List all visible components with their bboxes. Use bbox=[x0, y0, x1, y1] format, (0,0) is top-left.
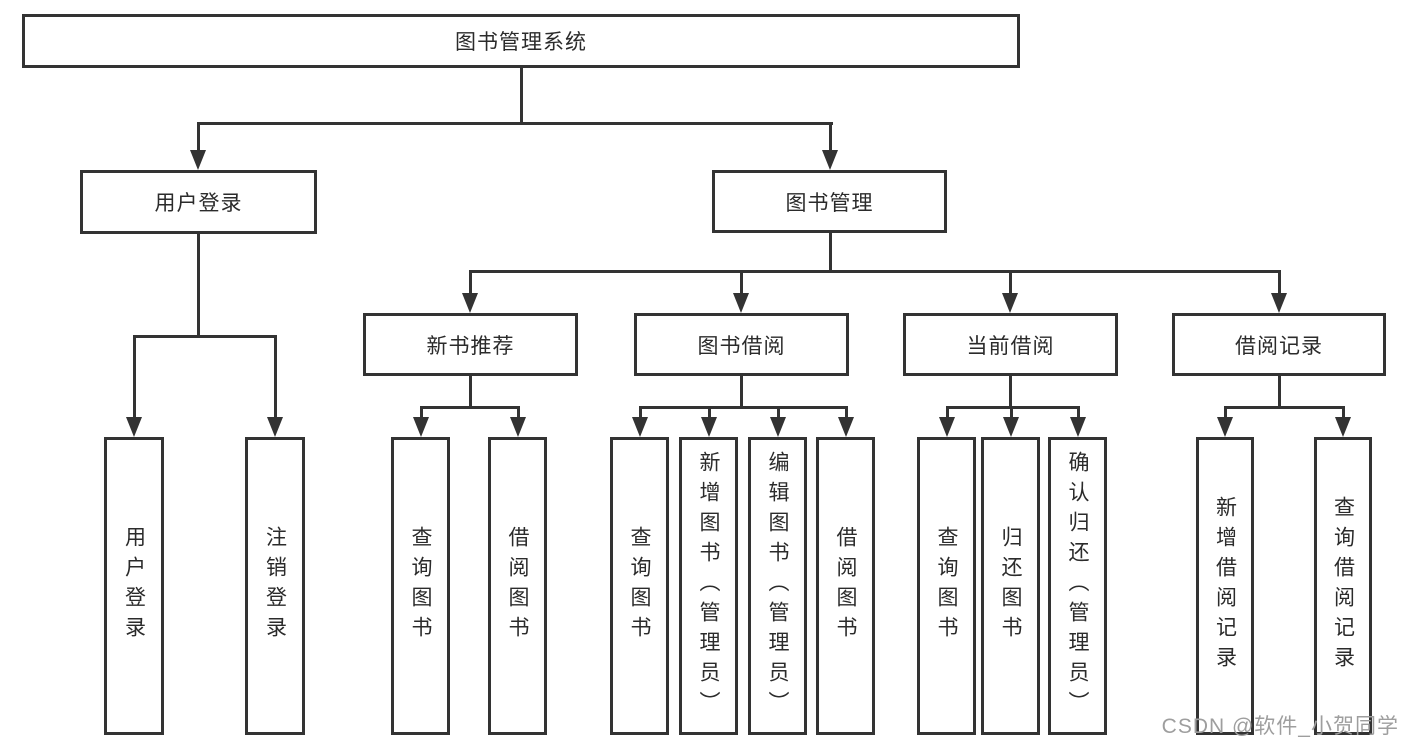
arrow-down-icon bbox=[1335, 417, 1351, 437]
leaf-label: 借阅图书 bbox=[506, 526, 529, 646]
connector-bb-stub-2 bbox=[708, 406, 711, 419]
node-user-login-label: 用户登录 bbox=[154, 192, 243, 215]
connector-root-vline bbox=[520, 68, 523, 122]
connector-bb-stub-4 bbox=[845, 406, 848, 419]
connector-book-mgmt-stub-2 bbox=[740, 270, 743, 295]
connector-root-hline bbox=[197, 122, 833, 125]
leaf-label: 注销登录 bbox=[263, 526, 287, 646]
arrow-down-icon bbox=[126, 417, 142, 437]
leaf-bb-add-books-admin: 新增图书（管理员） bbox=[679, 437, 738, 735]
connector-br-stub-1 bbox=[1224, 406, 1227, 419]
connector-br-stub-2 bbox=[1342, 406, 1345, 419]
node-root-label: 图书管理系统 bbox=[455, 31, 587, 54]
leaf-br-query-record: 查询借阅记录 bbox=[1314, 437, 1372, 735]
connector-cb-stub-1 bbox=[946, 406, 949, 419]
node-root: 图书管理系统 bbox=[22, 14, 1020, 68]
leaf-label: 新增借阅记录 bbox=[1213, 496, 1237, 676]
arrow-down-icon bbox=[1003, 417, 1019, 437]
connector-nbr-hline bbox=[420, 406, 520, 409]
connector-cb-stub-3 bbox=[1077, 406, 1080, 419]
connector-user-login-vline bbox=[197, 234, 200, 335]
arrow-down-icon bbox=[510, 417, 526, 437]
connector-root-stub-left bbox=[197, 122, 200, 152]
connector-br-hline bbox=[1224, 406, 1345, 409]
connector-book-mgmt-hline bbox=[469, 270, 1281, 273]
leaf-label: 借阅图书 bbox=[834, 526, 857, 646]
leaf-bb-borrow-books: 借阅图书 bbox=[816, 437, 875, 735]
leaf-cb-return-books: 归还图书 bbox=[981, 437, 1040, 735]
connector-book-mgmt-stub-4 bbox=[1278, 270, 1281, 295]
leaf-user-login: 用户登录 bbox=[104, 437, 164, 735]
leaf-bb-edit-books-admin: 编辑图书（管理员） bbox=[748, 437, 807, 735]
arrow-down-icon bbox=[413, 417, 429, 437]
arrow-down-icon bbox=[1271, 293, 1287, 313]
leaf-cb-confirm-return-admin: 确认归还（管理员） bbox=[1048, 437, 1107, 735]
node-book-management: 图书管理 bbox=[712, 170, 947, 233]
watermark: CSDN @软件_小贺同学 bbox=[1161, 715, 1399, 738]
leaf-label: 查询借阅记录 bbox=[1331, 496, 1355, 676]
connector-cb-stub-2 bbox=[1010, 406, 1013, 419]
arrow-down-icon bbox=[267, 417, 283, 437]
node-new-book-recommend: 新书推荐 bbox=[363, 313, 578, 376]
arrow-down-icon bbox=[1070, 417, 1086, 437]
arrow-down-icon bbox=[632, 417, 648, 437]
connector-bb-stub-1 bbox=[639, 406, 642, 419]
node-book-borrow: 图书借阅 bbox=[634, 313, 849, 376]
arrow-down-icon bbox=[462, 293, 478, 313]
leaf-nbr-query-books: 查询图书 bbox=[391, 437, 450, 735]
connector-nbr-stub-1 bbox=[420, 406, 423, 419]
node-current-borrow-label: 当前借阅 bbox=[966, 334, 1055, 358]
leaf-label: 归还图书 bbox=[999, 526, 1022, 646]
node-book-borrow-label: 图书借阅 bbox=[697, 334, 786, 358]
connector-cb-hline bbox=[946, 406, 1080, 409]
connector-bb-stub-3 bbox=[777, 406, 780, 419]
leaf-cb-query-books: 查询图书 bbox=[917, 437, 976, 735]
connector-br-vline bbox=[1278, 376, 1281, 406]
connector-bb-vline bbox=[740, 376, 743, 406]
arrow-down-icon bbox=[733, 293, 749, 313]
arrow-down-icon bbox=[770, 417, 786, 437]
connector-user-login-stub-1 bbox=[133, 335, 136, 419]
arrow-down-icon bbox=[1217, 417, 1233, 437]
connector-bb-hline bbox=[639, 406, 848, 409]
node-book-management-label: 图书管理 bbox=[785, 191, 874, 215]
arrow-down-icon bbox=[822, 150, 838, 170]
leaf-label: 确认归还（管理员） bbox=[1066, 451, 1089, 721]
connector-nbr-stub-2 bbox=[517, 406, 520, 419]
connector-book-mgmt-vline bbox=[829, 233, 832, 270]
connector-user-login-hline bbox=[133, 335, 277, 338]
leaf-br-add-record: 新增借阅记录 bbox=[1196, 437, 1254, 735]
connector-root-stub-right bbox=[829, 122, 832, 152]
connector-nbr-vline bbox=[469, 376, 472, 406]
leaf-label: 查询图书 bbox=[935, 526, 958, 646]
leaf-bb-query-books: 查询图书 bbox=[610, 437, 669, 735]
connector-user-login-stub-2 bbox=[274, 335, 277, 419]
arrow-down-icon bbox=[939, 417, 955, 437]
connector-book-mgmt-stub-1 bbox=[469, 270, 472, 295]
arrow-down-icon bbox=[838, 417, 854, 437]
leaf-label: 编辑图书（管理员） bbox=[766, 451, 789, 721]
leaf-label: 新增图书（管理员） bbox=[697, 451, 720, 721]
arrow-down-icon bbox=[190, 150, 206, 170]
node-new-book-recommend-label: 新书推荐 bbox=[426, 334, 515, 358]
node-borrow-records-label: 借阅记录 bbox=[1235, 334, 1323, 358]
leaf-label: 查询图书 bbox=[409, 526, 432, 646]
leaf-nbr-borrow-books: 借阅图书 bbox=[488, 437, 547, 735]
node-current-borrow: 当前借阅 bbox=[903, 313, 1118, 376]
leaf-logout-login: 注销登录 bbox=[245, 437, 305, 735]
arrow-down-icon bbox=[701, 417, 717, 437]
leaf-label: 用户登录 bbox=[122, 526, 146, 646]
connector-cb-vline bbox=[1009, 376, 1012, 406]
leaf-label: 查询图书 bbox=[628, 526, 651, 646]
node-user-login: 用户登录 bbox=[80, 170, 317, 234]
arrow-down-icon bbox=[1002, 293, 1018, 313]
node-borrow-records: 借阅记录 bbox=[1172, 313, 1386, 376]
connector-book-mgmt-stub-3 bbox=[1009, 270, 1012, 295]
